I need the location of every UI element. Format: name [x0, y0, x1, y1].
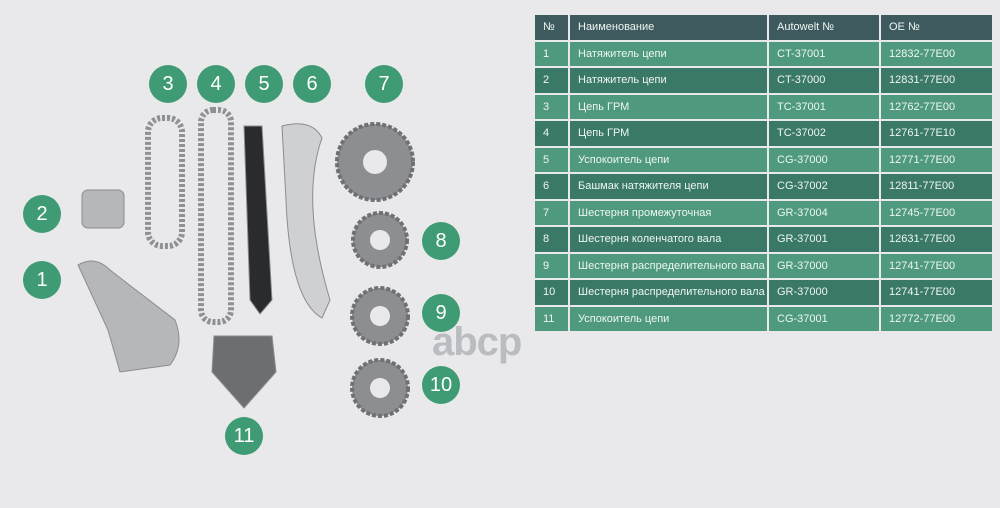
cell-autowelt: CT-37001	[769, 41, 879, 66]
cell-autowelt: CG-37002	[769, 174, 879, 199]
cell-no: 10	[535, 280, 568, 305]
cell-name: Цепь ГРМ	[570, 121, 767, 146]
chain-4	[198, 107, 234, 325]
cell-autowelt: GR-37000	[769, 253, 879, 278]
badge-5: 5	[245, 65, 283, 103]
cell-oe: 12772-77E00	[881, 306, 992, 331]
cell-no: 6	[535, 174, 568, 199]
cell-oe: 12741-77E00	[881, 280, 992, 305]
cell-name: Успокоитель цепи	[570, 306, 767, 331]
cell-no: 7	[535, 200, 568, 225]
cell-oe: 12761-77E10	[881, 121, 992, 146]
shoe-6	[281, 123, 331, 319]
cell-oe: 12741-77E00	[881, 253, 992, 278]
cell-name: Натяжитель цепи	[570, 68, 767, 93]
cell-no: 9	[535, 253, 568, 278]
cell-no: 2	[535, 68, 568, 93]
cell-oe: 12831-77E00	[881, 68, 992, 93]
badge-6: 6	[293, 65, 331, 103]
cell-no: 3	[535, 94, 568, 119]
cell-autowelt: GR-37004	[769, 200, 879, 225]
cell-oe: 12771-77E00	[881, 147, 992, 172]
badge-8: 8	[422, 222, 460, 260]
header-no: №	[535, 15, 568, 40]
header-oe: OE №	[881, 15, 992, 40]
cell-autowelt: TC-37002	[769, 121, 879, 146]
cell-no: 5	[535, 147, 568, 172]
badge-11: 11	[225, 417, 263, 455]
cell-no: 1	[535, 41, 568, 66]
badge-4: 4	[197, 65, 235, 103]
cell-name: Шестерня распределительного вала	[570, 280, 767, 305]
cell-autowelt: GR-37001	[769, 227, 879, 252]
tensioner-1	[77, 260, 180, 373]
cell-name: Шестерня промежуточная	[570, 200, 767, 225]
header-autowelt: Autowelt №	[769, 15, 879, 40]
cell-name: Цепь ГРМ	[570, 94, 767, 119]
cell-autowelt: TC-37001	[769, 94, 879, 119]
tensioner-2	[81, 189, 125, 229]
cell-name: Успокоитель цепи	[570, 147, 767, 172]
cell-no: 11	[535, 306, 568, 331]
badge-2: 2	[23, 195, 61, 233]
cell-name: Шестерня распределительного вала	[570, 253, 767, 278]
cell-autowelt: GR-37000	[769, 280, 879, 305]
badge-7: 7	[365, 65, 403, 103]
cell-autowelt: CG-37001	[769, 306, 879, 331]
cell-autowelt: CG-37000	[769, 147, 879, 172]
table-header: № Наименование Autowelt № OE №	[535, 15, 992, 40]
chain-3	[145, 115, 185, 249]
cell-no: 8	[535, 227, 568, 252]
cell-autowelt: CT-37000	[769, 68, 879, 93]
badge-1: 1	[23, 261, 61, 299]
badge-9: 9	[422, 294, 460, 332]
cell-name: Шестерня коленчатого вала	[570, 227, 767, 252]
guide-11	[211, 335, 277, 409]
header-name: Наименование	[570, 15, 767, 40]
badge-10: 10	[422, 366, 460, 404]
cell-oe: 12762-77E00	[881, 94, 992, 119]
cell-oe: 12631-77E00	[881, 227, 992, 252]
abcp-watermark: abcp	[432, 320, 522, 364]
cell-no: 4	[535, 121, 568, 146]
cell-name: Натяжитель цепи	[570, 41, 767, 66]
cell-oe: 12811-77E00	[881, 174, 992, 199]
cell-oe: 12745-77E00	[881, 200, 992, 225]
guide-5	[243, 125, 273, 315]
cell-name: Башмак натяжителя цепи	[570, 174, 767, 199]
cell-oe: 12832-77E00	[881, 41, 992, 66]
badge-3: 3	[149, 65, 187, 103]
